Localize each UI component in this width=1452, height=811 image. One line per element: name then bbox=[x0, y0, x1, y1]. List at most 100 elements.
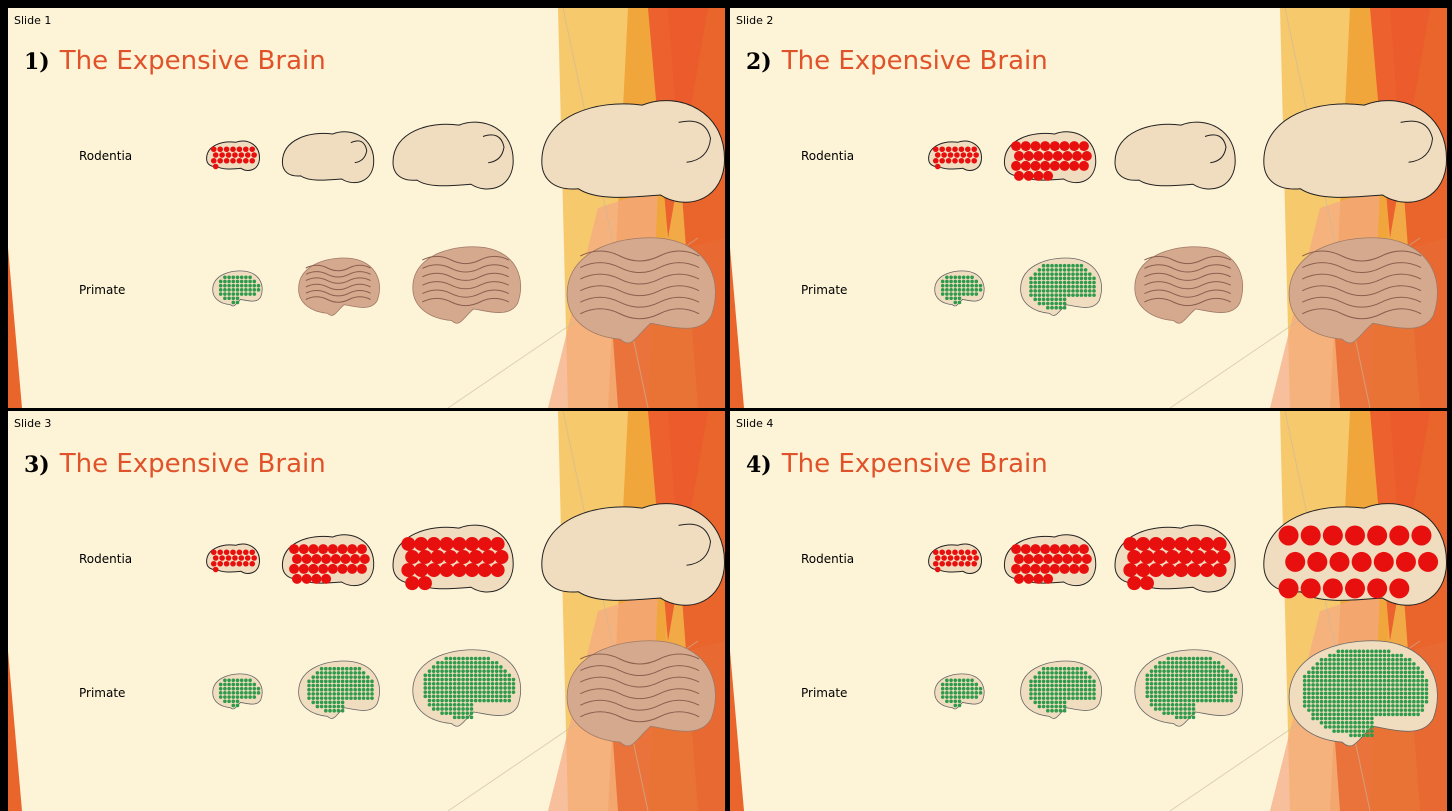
rodent-neuron bbox=[1149, 537, 1163, 551]
primate-neuron bbox=[470, 682, 474, 686]
primate-neuron bbox=[244, 691, 248, 695]
primate-neuron bbox=[223, 288, 227, 292]
primate-neuron bbox=[1092, 688, 1096, 692]
primate-neuron bbox=[1383, 666, 1387, 670]
primate-neuron bbox=[478, 678, 482, 682]
primate-neuron bbox=[240, 695, 244, 699]
rodent-neuron bbox=[959, 146, 965, 152]
rodent-neuron bbox=[230, 561, 236, 567]
primate-neuron bbox=[1349, 708, 1353, 712]
primate-neuron bbox=[949, 296, 953, 300]
primate-neuron bbox=[1378, 713, 1382, 717]
primate-neuron bbox=[1370, 729, 1374, 733]
primate-neuron bbox=[1404, 696, 1408, 700]
primate-neuron bbox=[1362, 654, 1366, 658]
rodent-neuron bbox=[1050, 544, 1060, 554]
primate-neuron bbox=[1166, 665, 1170, 669]
rodent-neuron bbox=[959, 158, 965, 164]
rodent-neuron bbox=[431, 550, 445, 564]
primate-neuron bbox=[324, 680, 328, 684]
primate-neuron bbox=[1154, 678, 1158, 682]
primate-neuron bbox=[1332, 654, 1336, 658]
rodent-neuron bbox=[243, 146, 249, 152]
primate-neuron bbox=[1345, 721, 1349, 725]
primate-neuron bbox=[1213, 678, 1217, 682]
primate-neuron bbox=[1378, 683, 1382, 687]
primate-neuron bbox=[444, 699, 448, 703]
primate-neuron bbox=[1071, 680, 1075, 684]
primate-neuron bbox=[1200, 699, 1204, 703]
primate-neuron bbox=[1349, 650, 1353, 654]
primate-neuron bbox=[491, 690, 495, 694]
primate-neuron bbox=[966, 691, 970, 695]
primate-neuron bbox=[486, 682, 490, 686]
primate-neuron bbox=[1315, 713, 1319, 717]
primate-neuron bbox=[1162, 665, 1166, 669]
rodent-neuron bbox=[1187, 537, 1201, 551]
primate-neuron bbox=[1088, 688, 1092, 692]
primate-neuron bbox=[945, 280, 949, 284]
primate-neuron bbox=[1088, 293, 1092, 297]
rodent-neuron bbox=[967, 152, 973, 158]
primate-neuron bbox=[1200, 665, 1204, 669]
rodent-neuron bbox=[289, 564, 299, 574]
primate-neuron bbox=[1324, 696, 1328, 700]
primate-neuron bbox=[349, 684, 353, 688]
primate-neuron bbox=[1324, 700, 1328, 704]
primate-neuron bbox=[1395, 692, 1399, 696]
rodent-neuron bbox=[1011, 564, 1021, 574]
primate-neuron bbox=[1050, 281, 1054, 285]
primate-neuron bbox=[1054, 709, 1058, 713]
primate-neuron bbox=[358, 692, 362, 696]
primate-neuron bbox=[1336, 713, 1340, 717]
slide-2[interactable]: Slide 2 2)The Expensive Brain Rodentia P… bbox=[730, 8, 1447, 408]
primate-neuron bbox=[1080, 289, 1084, 293]
primate-neuron bbox=[349, 692, 353, 696]
rodent-neuron bbox=[357, 564, 367, 574]
primate-neuron bbox=[1374, 679, 1378, 683]
primate-neuron bbox=[1145, 678, 1149, 682]
primate-neuron bbox=[1050, 264, 1054, 268]
primate-neuron bbox=[1179, 669, 1183, 673]
primate-neuron bbox=[457, 690, 461, 694]
primate-neuron bbox=[1196, 674, 1200, 678]
primate-neuron bbox=[1075, 692, 1079, 696]
primate-neuron bbox=[962, 695, 966, 699]
primate-neuron bbox=[1221, 669, 1225, 673]
primate-neuron bbox=[1353, 683, 1357, 687]
primate-neuron bbox=[1315, 708, 1319, 712]
primate-neuron bbox=[1370, 666, 1374, 670]
primate-neuron bbox=[337, 675, 341, 679]
primate-neuron bbox=[1328, 692, 1332, 696]
primate-neuron bbox=[482, 682, 486, 686]
primate-neuron bbox=[945, 678, 949, 682]
primate-neuron bbox=[332, 701, 336, 705]
primate-neuron bbox=[1395, 675, 1399, 679]
primate-neuron bbox=[311, 684, 315, 688]
primate-neuron bbox=[1341, 713, 1345, 717]
primate-neuron bbox=[1315, 696, 1319, 700]
primate-neuron bbox=[1067, 268, 1071, 272]
primate-neuron bbox=[1187, 674, 1191, 678]
primate-neuron bbox=[1229, 682, 1233, 686]
primate-neuron bbox=[953, 687, 957, 691]
primate-neuron bbox=[1387, 654, 1391, 658]
primate-neuron bbox=[307, 692, 311, 696]
slide-1[interactable]: Slide 1 1)The Expensive Brain Rodentia P… bbox=[8, 8, 725, 408]
primate-neuron bbox=[341, 692, 345, 696]
primate-neuron bbox=[1307, 687, 1311, 691]
primate-neuron bbox=[1192, 699, 1196, 703]
primate-neuron bbox=[1196, 657, 1200, 661]
primate-neuron bbox=[1166, 699, 1170, 703]
primate-neuron bbox=[1054, 688, 1058, 692]
primate-neuron bbox=[474, 686, 478, 690]
slide-4[interactable]: Slide 4 4)The Expensive Brain Rodentia P… bbox=[730, 411, 1447, 811]
primate-neuron bbox=[311, 680, 315, 684]
primate-neuron bbox=[1357, 679, 1361, 683]
primate-neuron bbox=[1050, 268, 1054, 272]
primate-neuron bbox=[1336, 666, 1340, 670]
rodent-neuron bbox=[1140, 550, 1154, 564]
primate-neuron bbox=[1404, 713, 1408, 717]
slide-3[interactable]: Slide 3 3)The Expensive Brain Rodentia P… bbox=[8, 411, 725, 811]
rodent-neuron bbox=[1043, 171, 1053, 181]
